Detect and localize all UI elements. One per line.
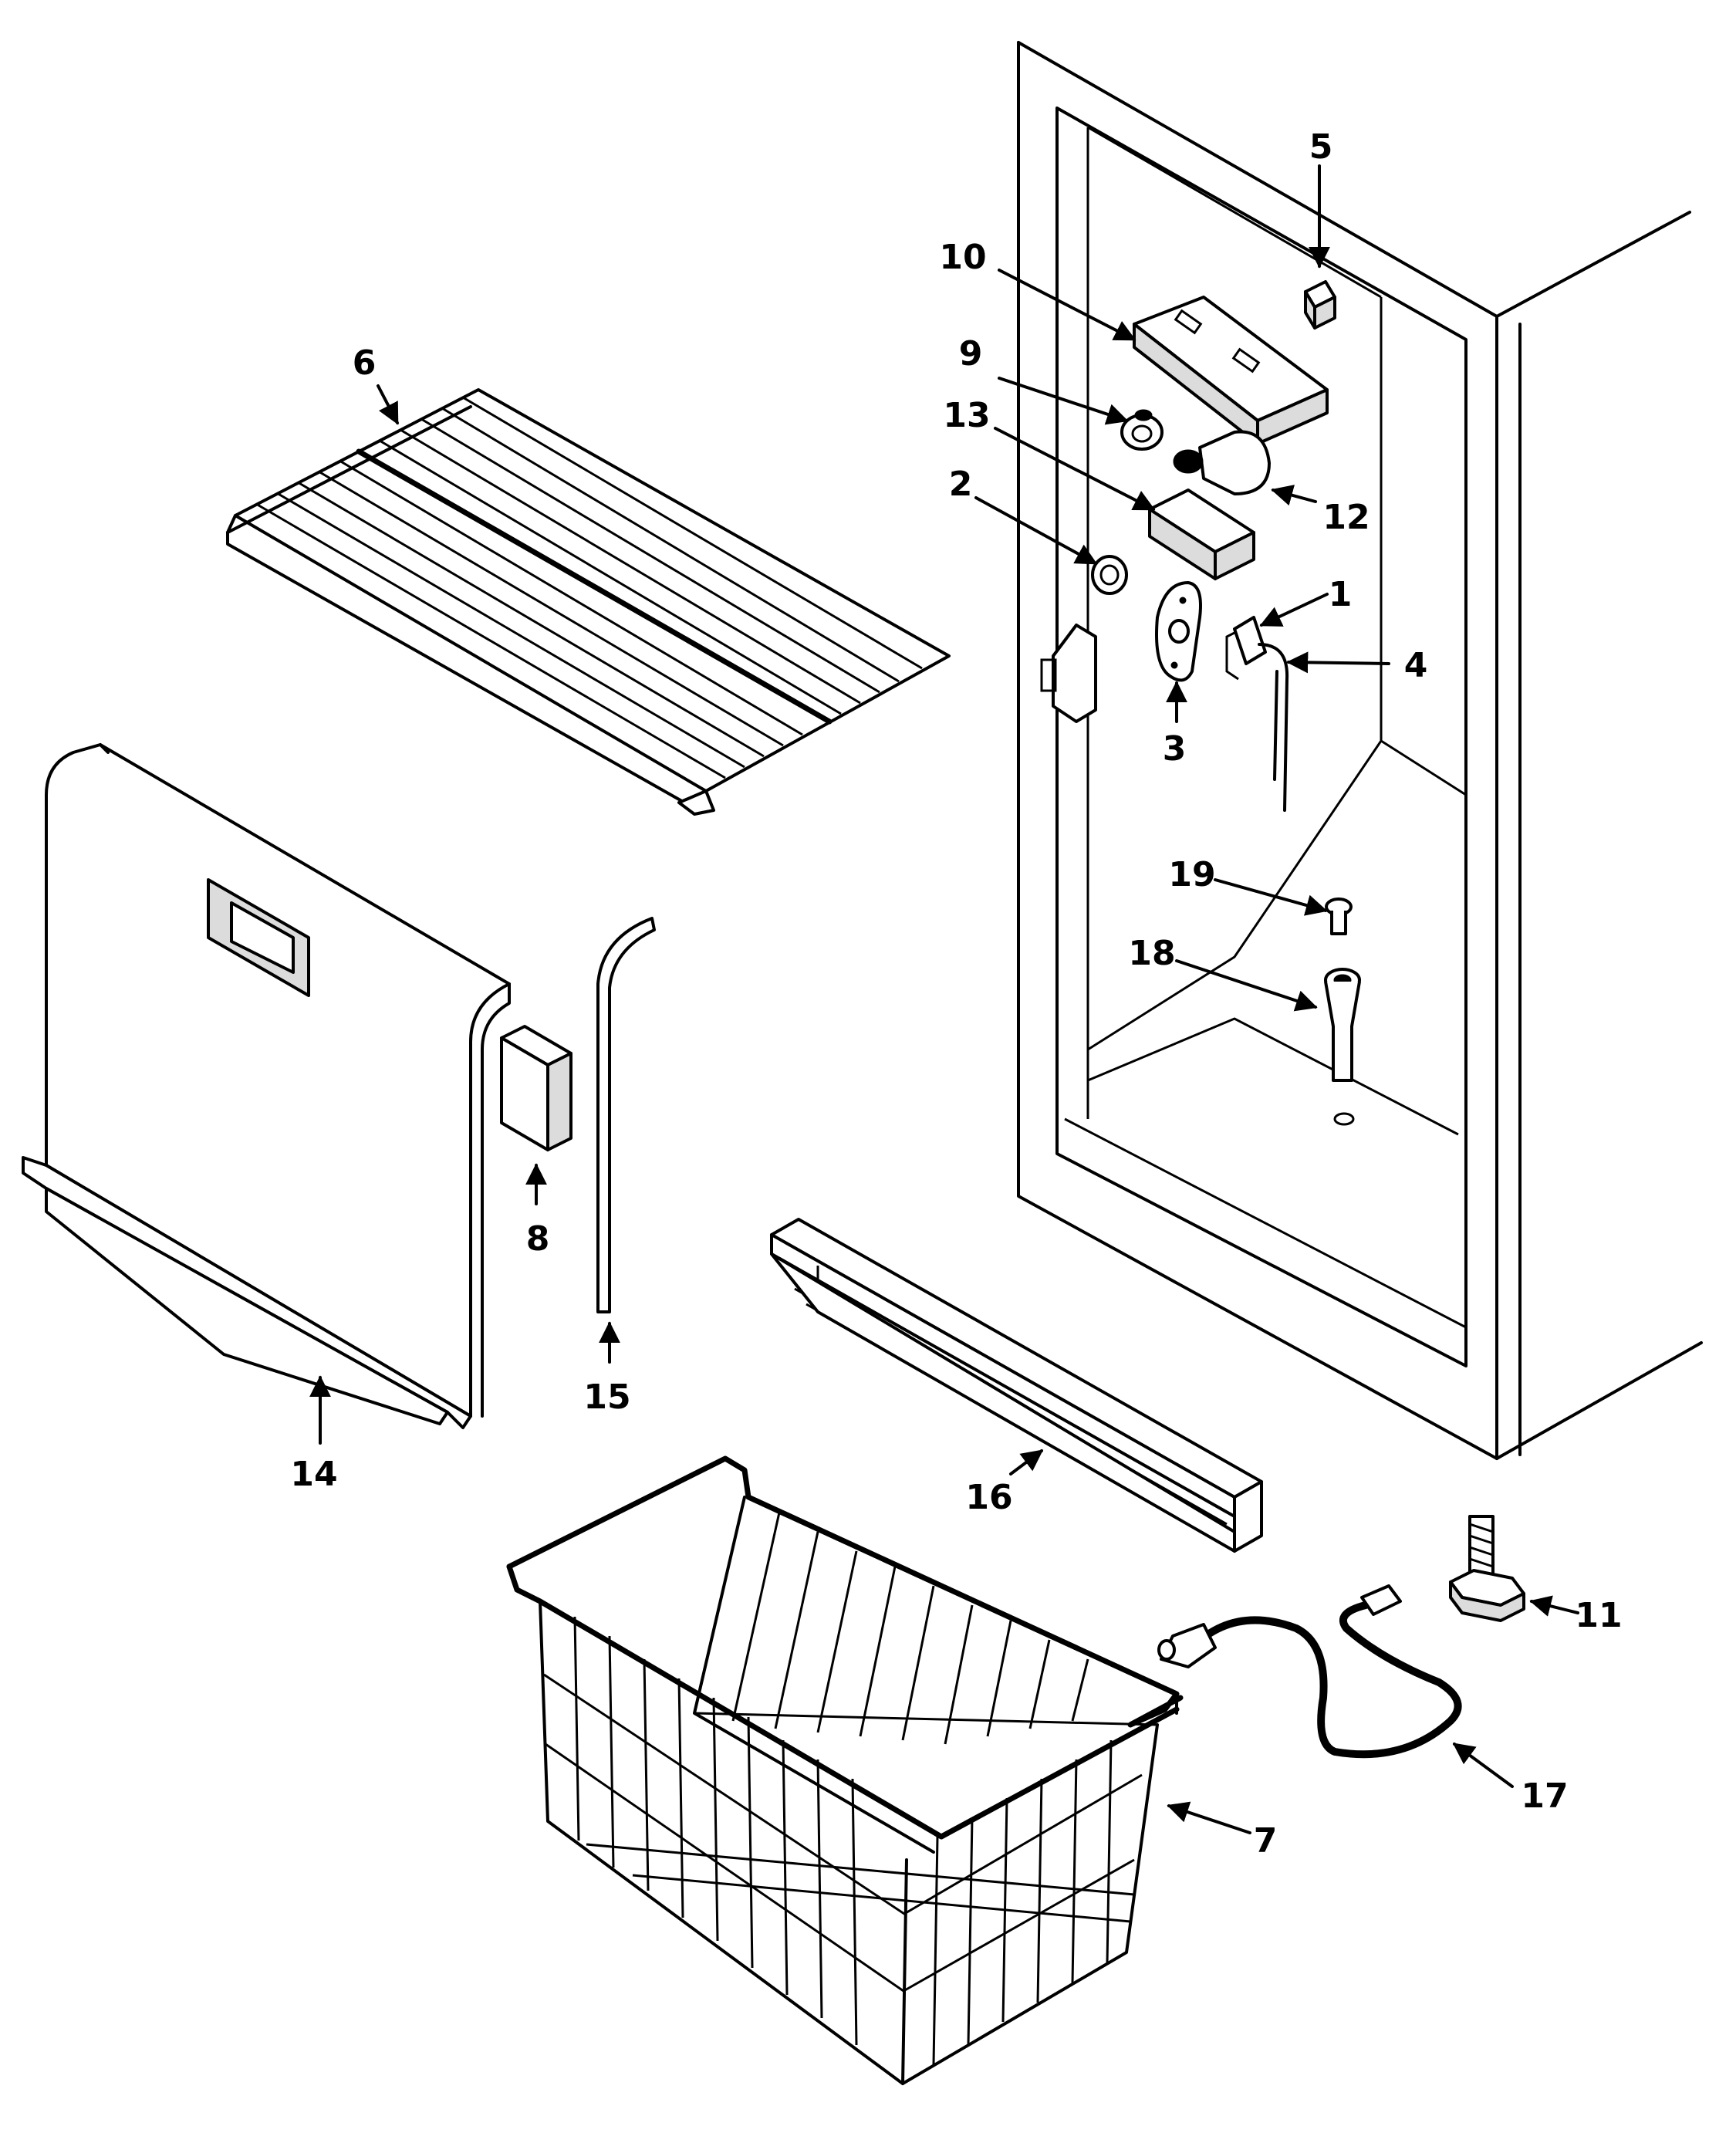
part-1-switch (1225, 616, 1267, 681)
part-11-leveling-leg (1449, 1515, 1525, 1622)
part-12-light-bulb (1173, 430, 1271, 495)
part-6-wire-shelf (226, 388, 951, 816)
leader-11 (1529, 1595, 1579, 1617)
part-4-thermostat-probe (1258, 643, 1289, 812)
callout-19: 19 (1168, 855, 1215, 894)
freezer-cabinet (1017, 41, 1703, 1460)
callout-14: 14 (290, 1455, 337, 1494)
callout-11: 11 (1575, 1596, 1622, 1635)
callout-16: 16 (965, 1478, 1012, 1517)
leader-13 (994, 427, 1156, 511)
leader-2 (974, 496, 1098, 565)
callout-4: 4 (1404, 646, 1428, 685)
part-9-lamp-socket (1120, 409, 1164, 451)
part-13-bracket (1148, 488, 1255, 580)
part-16-grille (770, 1218, 1263, 1553)
callout-6: 6 (353, 343, 377, 383)
part-5-switch (1304, 280, 1336, 330)
callout-5: 5 (1309, 127, 1333, 167)
callout-10: 10 (939, 238, 986, 277)
leader-lines (309, 164, 1579, 1834)
leader-12 (1271, 485, 1317, 506)
callout-12: 12 (1322, 498, 1370, 537)
callout-18: 18 (1128, 934, 1175, 973)
leader-1 (1259, 593, 1329, 627)
leader-16 (1009, 1449, 1044, 1476)
part-8-block (500, 1025, 572, 1151)
callout-3: 3 (1163, 729, 1187, 769)
callout-8: 8 (526, 1219, 550, 1259)
callout-9: 9 (959, 334, 983, 374)
part-2-button (1091, 555, 1128, 595)
leader-4 (1286, 651, 1390, 674)
callout-17: 17 (1521, 1776, 1568, 1816)
part-7-wire-basket (506, 1455, 1184, 2085)
callout-1: 1 (1329, 575, 1353, 614)
part-10-control-housing (1133, 296, 1329, 445)
callout-7: 7 (1254, 1821, 1278, 1861)
leader-9 (998, 377, 1129, 425)
leader-7 (1167, 1801, 1251, 1834)
callout-2: 2 (949, 465, 973, 504)
part-14-door-panel (22, 743, 511, 1429)
part-18-drain-tube (1324, 968, 1361, 1126)
leader-6 (377, 384, 399, 425)
leader-17 (1452, 1743, 1514, 1788)
part-3-mounting-plate (1155, 581, 1202, 682)
callout-15: 15 (583, 1377, 630, 1417)
part-17-wire-harness (1157, 1584, 1462, 1759)
callout-labels: 5 10 9 13 2 12 1 4 3 19 18 6 8 15 14 16 … (290, 127, 1622, 1861)
leader-19 (1214, 878, 1328, 916)
leader-18 (1175, 959, 1318, 1012)
part-19-screw (1325, 897, 1353, 935)
callout-13: 13 (943, 396, 990, 435)
leader-10 (998, 269, 1137, 341)
part-15-rod (596, 917, 656, 1313)
